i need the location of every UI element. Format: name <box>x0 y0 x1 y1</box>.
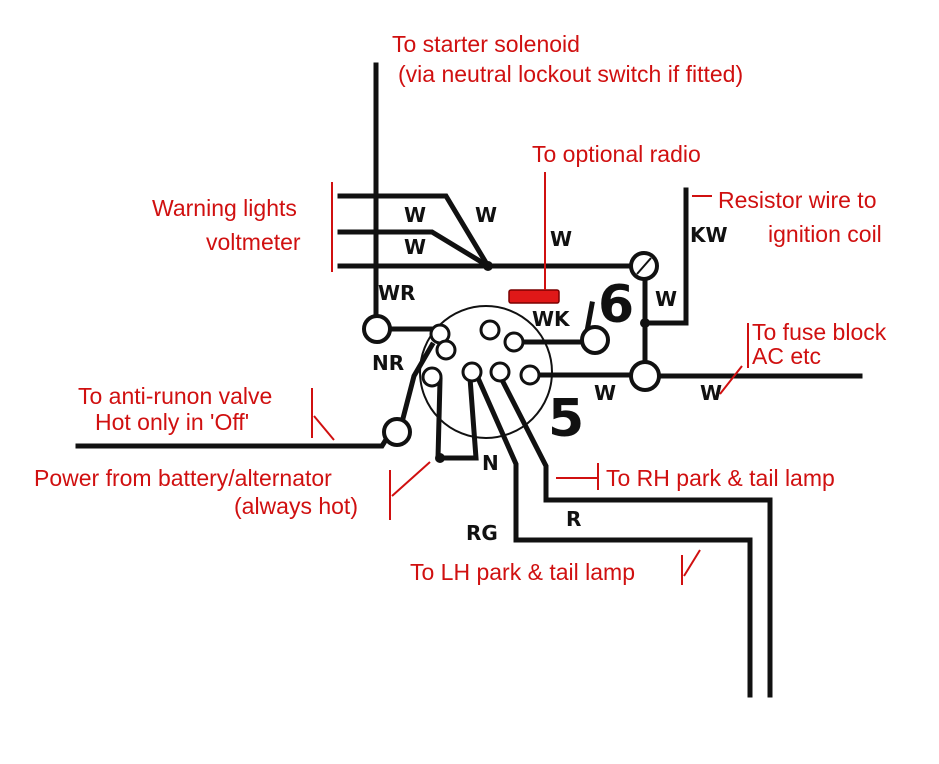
resistor-wire <box>642 187 689 326</box>
switch-pin <box>479 319 501 341</box>
wire-code-wk: WK <box>532 307 571 331</box>
ignition-coil-label: ignition coil <box>768 221 882 247</box>
hot-only-off-label: Hot only in 'Off' <box>95 409 249 435</box>
wire-code-n: N <box>482 451 499 475</box>
switch-pin <box>421 366 443 388</box>
annotations: To starter solenoid (via neutral lockout… <box>34 31 887 585</box>
rh-lamp-label: To RH park & tail lamp <box>606 465 835 491</box>
rh-lamp-leader <box>556 463 599 490</box>
runon-bracket <box>311 388 335 441</box>
switch-pin <box>489 361 511 383</box>
switch-pin <box>503 331 525 353</box>
lh-lamp-leader <box>681 549 701 585</box>
power-bracket <box>389 461 431 520</box>
terminal-number-5: 5 <box>548 389 584 449</box>
terminal-slash <box>636 257 652 275</box>
anti-runon-terminal <box>382 417 412 447</box>
starter-solenoid-note: (via neutral lockout switch if fitted) <box>398 61 743 87</box>
wire-code-w: W <box>700 381 722 405</box>
warning-wire-2 <box>337 229 492 270</box>
switch-pin <box>519 364 541 386</box>
terminal-number-6: 6 <box>598 275 634 335</box>
wire-code-r: R <box>566 507 581 531</box>
wire-code-w: W <box>404 203 426 227</box>
junction-dot <box>435 453 445 463</box>
annotation-leaders <box>311 172 749 585</box>
ac-etc-label: AC etc <box>752 343 821 369</box>
wire-code-w: W <box>550 227 572 251</box>
terminals <box>362 251 661 463</box>
lh-lamp-label: To LH park & tail lamp <box>410 559 635 585</box>
terminal-6 <box>580 325 610 355</box>
radio-label: To optional radio <box>532 141 701 167</box>
terminal-5-junction <box>629 360 661 392</box>
radio-connector-marker <box>508 289 560 304</box>
r-wire <box>496 372 773 698</box>
switch-pin <box>461 361 483 383</box>
wire-code-w: W <box>475 203 497 227</box>
wire-code-rg: RG <box>466 521 498 545</box>
wire-codes: W W W W WR KW W WK NR W W N RG R <box>372 203 728 545</box>
wr-terminal <box>362 314 392 344</box>
voltmeter-label: voltmeter <box>206 229 301 255</box>
power-source-label: Power from battery/alternator <box>34 465 332 491</box>
fuse-block-label: To fuse block <box>752 319 887 345</box>
warning-lights-label: Warning lights <box>152 195 297 221</box>
rg-wire <box>474 374 753 698</box>
always-hot-label: (always hot) <box>234 493 358 519</box>
resistor-wire-label: Resistor wire to <box>718 187 876 213</box>
nr-wire <box>396 341 436 434</box>
wire-code-nr: NR <box>372 351 404 375</box>
anti-runon-label: To anti-runon valve <box>78 383 272 409</box>
junction-dot <box>483 261 493 271</box>
junction-dot <box>640 318 650 328</box>
wire-code-wr: WR <box>378 281 415 305</box>
power-wire <box>435 375 479 461</box>
warning-wire-1 <box>337 193 492 270</box>
wire-code-w: W <box>404 235 426 259</box>
fuse-bracket <box>719 323 749 395</box>
switch-housing <box>419 305 553 439</box>
wire-code-kw: KW <box>690 223 728 247</box>
wire-code-w: W <box>655 287 677 311</box>
switch-pin <box>435 339 457 361</box>
wire-code-w: W <box>594 381 616 405</box>
starter-solenoid-label: To starter solenoid <box>392 31 580 57</box>
ignition-switch-body <box>419 305 553 439</box>
